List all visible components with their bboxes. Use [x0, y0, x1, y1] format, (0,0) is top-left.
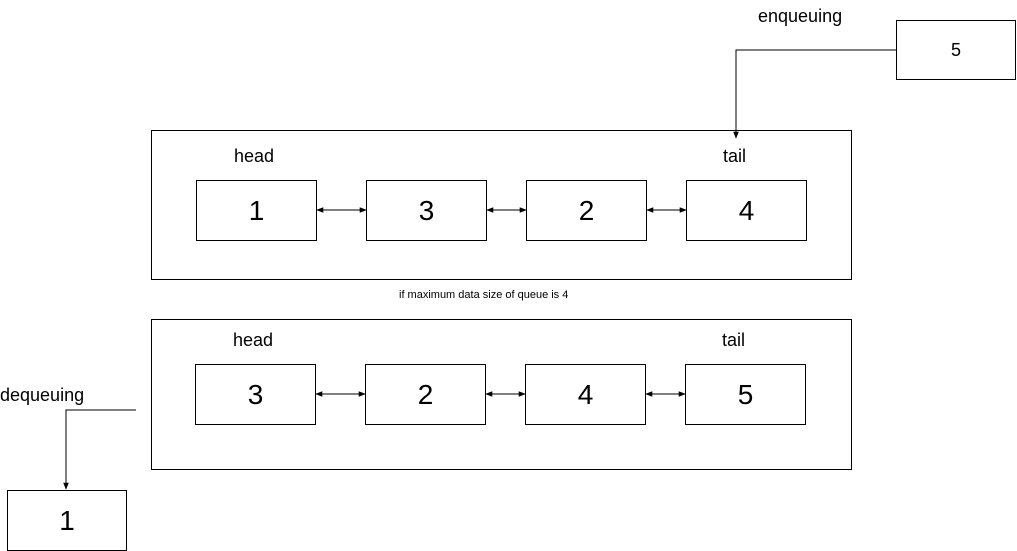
queue-after-head-label: head — [233, 330, 274, 350]
queue-before-node: 1 — [196, 180, 317, 241]
queue-before-node: 4 — [686, 180, 807, 241]
dequeue-value-node: 1 — [7, 490, 127, 551]
queue-after-node: 4 — [525, 364, 646, 425]
queue-before-node: 3 — [366, 180, 487, 241]
queue-before-tail-label: tail — [723, 146, 747, 166]
queue-after-node: 2 — [365, 364, 486, 425]
dequeue-arrow — [63, 409, 136, 490]
capacity-note: if maximum data size of queue is 4 — [399, 289, 569, 301]
dequeuing-label: dequeuing — [0, 385, 85, 405]
queue-after-node: 3 — [195, 364, 316, 425]
enqueue-arrow — [733, 49, 896, 139]
queue-after-node: 5 — [685, 364, 806, 425]
queue-before-node: 2 — [526, 180, 647, 241]
enqueue-value-node: 5 — [896, 20, 1016, 80]
enqueuing-label: enqueuing — [758, 6, 843, 26]
queue-after-tail-label: tail — [722, 330, 746, 350]
queue-before-head-label: head — [234, 146, 275, 166]
